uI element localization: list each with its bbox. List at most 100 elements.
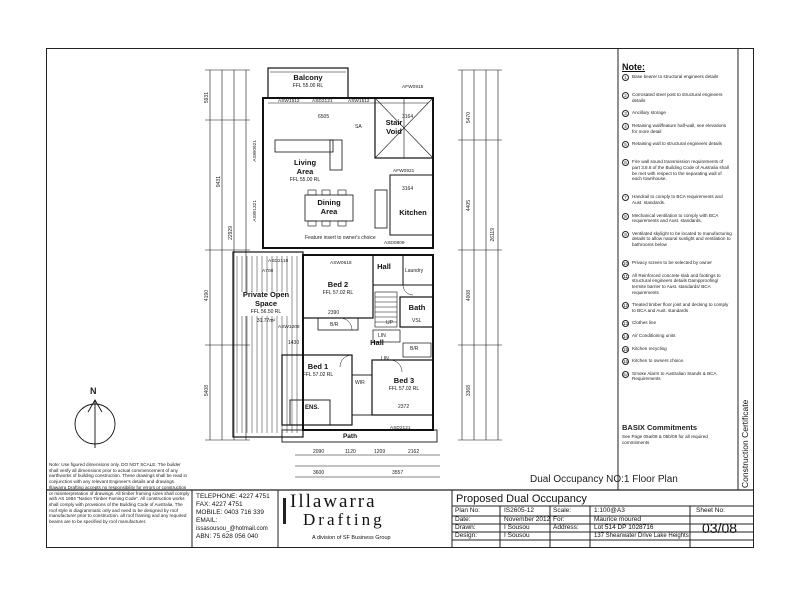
- note-text: Ventilated skylight to be located to man…: [632, 230, 732, 247]
- notes-title: Note:: [622, 62, 645, 72]
- window-tag: ASW0921: [253, 140, 258, 162]
- dimension-label: 4190: [204, 290, 210, 302]
- living-area-label: Living Area FFL 55.00 RL: [289, 158, 321, 183]
- window-tag: ASD2118: [268, 259, 289, 264]
- plan-no-value: IS2605-12: [504, 507, 534, 514]
- dimension-label: 3557: [392, 470, 404, 476]
- stair-up-label: UP: [386, 320, 393, 326]
- disclaimer-note: Note: Use figured dimensions only. DO NO…: [49, 462, 190, 525]
- note-number: 16: [622, 358, 629, 366]
- dimension-label: 3600: [313, 470, 325, 476]
- dimension-label: 1120: [345, 449, 356, 455]
- address-label: Address:: [553, 524, 579, 531]
- note-text: Kitchen to owners choice.: [632, 358, 685, 364]
- dimension-label: 2090: [313, 449, 325, 455]
- note-text: Privacy screen to be selected by owner: [632, 260, 712, 266]
- dimension-label: 5931: [204, 92, 210, 104]
- dimension-label: 5408: [204, 385, 210, 397]
- linen-label-1: LIN: [378, 333, 386, 339]
- note-number: 5: [622, 141, 629, 149]
- logo-tagline: A division of SF Business Group: [312, 535, 391, 541]
- dimension-label: 6505: [318, 114, 330, 120]
- dimension-label: 3368: [466, 385, 472, 397]
- bed2-robe-label: B/R: [330, 322, 339, 328]
- date-value: November 2012: [504, 516, 551, 523]
- bed3-label: Bed 3 FFL 57.02 RL: [388, 376, 420, 392]
- bath-label: Bath: [408, 303, 426, 312]
- design-label: Design:: [455, 532, 478, 539]
- note-number: 15: [622, 345, 629, 353]
- note-number: SA: [622, 370, 630, 378]
- scale-value: 1:100@A3: [594, 507, 625, 514]
- dimension-label: 26119: [490, 228, 496, 242]
- window-tag: AFW0921: [393, 169, 415, 174]
- address-line1: Lot 514 DP 1028716: [594, 524, 654, 531]
- bed2-label: Bed 2 FFL 57.02 RL: [322, 280, 354, 296]
- logo-line2: Drafting: [303, 510, 385, 529]
- window-tag: ASW1209: [278, 325, 300, 330]
- note-text: Air Conditioning units: [632, 333, 676, 338]
- linen-label-2: LIN: [381, 356, 389, 362]
- note-text: Retaining wall/feature half-wall, see el…: [632, 123, 727, 134]
- laundry-label: Laundry: [405, 268, 424, 274]
- contact-mobile: MOBILE: 0403 716 339: [196, 509, 264, 516]
- contact-fax: FAX: 4227 4751: [196, 501, 243, 508]
- bed3-robe-label: B/R: [410, 346, 419, 352]
- address-line2: 137 Shearwater Drive Lake Heights: [594, 533, 689, 539]
- window-tag: AFW0915: [402, 85, 424, 90]
- note-text: Handrail to comply to BCA requirements a…: [632, 194, 723, 205]
- note-number: 14: [622, 333, 629, 340]
- contact-abn: ABN: 75 628 056 040: [196, 533, 259, 540]
- dimension-label: 2390: [328, 310, 340, 316]
- window-tag: ASW1512: [348, 99, 370, 104]
- basix-title: BASIX Commitments: [622, 423, 698, 432]
- note-text: Treated timber floor joist and decking t…: [632, 302, 729, 313]
- dimension-label: 2162: [408, 449, 420, 455]
- ensuite-label: ENS.: [304, 405, 319, 411]
- dimension-label: 3164: [402, 186, 414, 192]
- note-number: 2: [622, 92, 629, 100]
- hall-upper-label: Hall: [377, 262, 391, 271]
- drawn-value: I Sousou: [504, 524, 530, 531]
- window-tag: ASD2121: [390, 426, 411, 431]
- note-number: 10: [622, 260, 629, 268]
- dimension-label: 4008: [466, 290, 472, 302]
- bed1-label: Bed 1 FFL 57.02 RL: [302, 362, 334, 378]
- drawn-label: Drawn:: [455, 524, 476, 531]
- note-number: 11: [622, 272, 629, 280]
- north-arrow-label: N: [90, 386, 97, 396]
- dimension-label: 9431: [216, 176, 222, 188]
- window-tag: ASD0809: [384, 241, 405, 246]
- note-text: Retaining wall to structural engineers d…: [632, 141, 722, 147]
- dining-area-label: Dining Area: [317, 198, 341, 216]
- window-tag: ASW0618: [330, 261, 352, 266]
- note-number: 4: [622, 123, 629, 130]
- drawing-title: Dual Occupancy NO:1 Floor Plan: [530, 474, 678, 485]
- note-text: Base bearer to structural engineers deta…: [632, 74, 719, 79]
- feature-note: Feature insert to owner's choice: [305, 235, 376, 241]
- dimension-label: 3164: [402, 114, 414, 120]
- for-value: Maurice moured: [594, 516, 641, 523]
- construction-certificate-label: Construction Certificate: [740, 399, 750, 488]
- scale-label: Scale:: [553, 507, 572, 514]
- private-open-space-label: Private Open Space FFL 56.50 RL 31.77m²: [242, 290, 290, 324]
- note-number: 13: [622, 320, 629, 328]
- note-text: All Reinforced concrete slab and footing…: [632, 272, 721, 295]
- balcony-label: Balcony FFL 55.00 RL: [292, 73, 324, 89]
- note-number: 3: [622, 110, 629, 118]
- stair-void-label: Stair Void: [385, 118, 403, 136]
- dimension-label: 4405: [466, 200, 472, 212]
